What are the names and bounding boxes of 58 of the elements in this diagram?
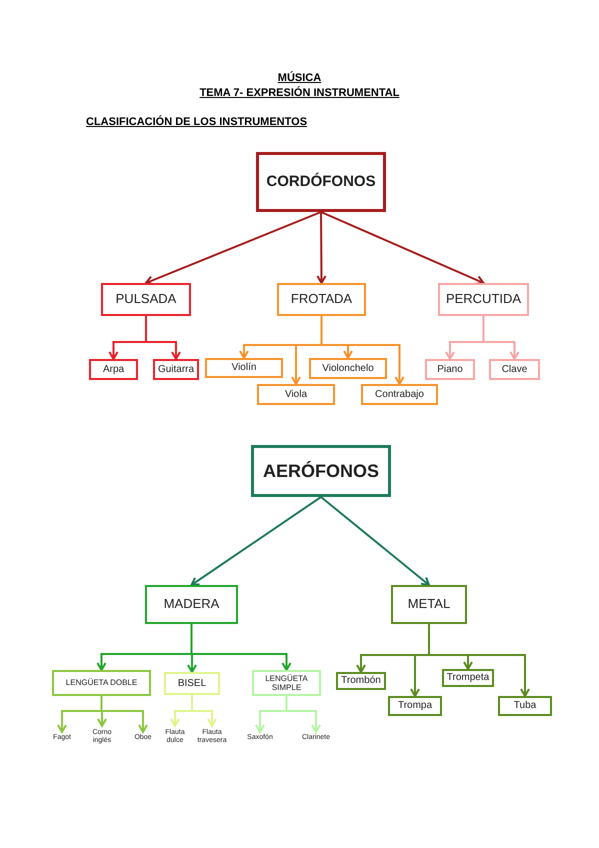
category-box	[256, 152, 386, 212]
arrow	[286, 696, 321, 733]
arrow	[190, 496, 322, 586]
node-label: Clave	[502, 364, 528, 376]
section-heading: CLASIFICACIÓN DE LOS INSTRUMENTOS	[86, 116, 308, 128]
category-box	[205, 358, 283, 378]
arrow	[191, 695, 217, 727]
node-label: CORDÓFONOS	[266, 173, 376, 191]
category-box	[442, 669, 494, 687]
node-label: Trombón	[341, 675, 381, 687]
category-box	[101, 283, 191, 316]
node-label: PULSADA	[116, 292, 176, 307]
node-label: Viola	[284, 388, 308, 400]
node-label: Guitarra	[158, 364, 194, 376]
category-box	[309, 358, 387, 379]
category-box	[164, 672, 220, 695]
category-box	[252, 670, 321, 696]
category-box	[361, 384, 438, 405]
node-label: Contrabajo	[375, 388, 424, 400]
category-box	[251, 445, 391, 497]
arrow	[482, 316, 520, 360]
category-box	[388, 696, 442, 716]
arrow	[145, 211, 322, 286]
category-box	[438, 283, 529, 316]
arrow	[145, 316, 181, 360]
category-box	[498, 696, 552, 716]
category-box	[145, 585, 238, 624]
node-label: MADERA	[164, 597, 220, 612]
node-label: LENGÜETA SIMPLE	[264, 674, 309, 692]
page-title: MÚSICA	[276, 72, 322, 84]
node-label: Violín	[232, 362, 256, 374]
arrow	[316, 212, 326, 284]
category-box	[52, 670, 151, 696]
category-box	[153, 359, 199, 380]
arrow	[100, 696, 148, 733]
node-label: Trompeta	[446, 672, 490, 684]
node-label: Piano	[437, 364, 463, 376]
category-box	[257, 384, 335, 405]
node-label: Arpa	[102, 364, 124, 376]
node-label: BISEL	[178, 678, 206, 690]
node-label: PERCUTIDA	[446, 292, 522, 307]
node-label: AERÓFONOS	[262, 460, 379, 482]
category-box	[89, 359, 138, 380]
category-box	[391, 585, 467, 624]
category-box	[489, 359, 540, 380]
node-label: LENGÜETA DOBLE	[66, 678, 138, 688]
category-box	[425, 359, 475, 380]
node-label: Tuba	[514, 700, 536, 712]
page-subtitle: TEMA 7- EXPRESIÓN INSTRUMENTAL	[198, 87, 400, 99]
node-label: Trompa	[398, 700, 432, 712]
arrow	[320, 211, 484, 285]
category-box	[277, 283, 366, 316]
node-label: FROTADA	[290, 292, 352, 307]
node-label: METAL	[408, 597, 450, 612]
category-box	[336, 672, 386, 690]
arrow	[320, 496, 430, 586]
arrow	[190, 624, 292, 671]
node-label: Violonchelo	[322, 362, 374, 374]
